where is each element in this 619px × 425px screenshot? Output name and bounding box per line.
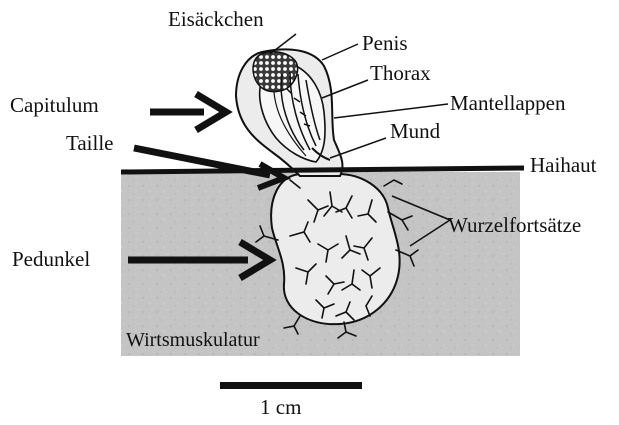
label-eisaeckchen: Eisäckchen — [168, 7, 264, 31]
label-mund: Mund — [390, 119, 441, 143]
shark-skin-line — [121, 168, 524, 172]
label-wurzelfortsaetze: Wurzelfortsätze — [448, 213, 581, 237]
scale-bar — [220, 382, 362, 389]
peduncle-body — [271, 174, 400, 324]
label-mantellappen: Mantellappen — [450, 91, 566, 115]
scale-bar-label: 1 cm — [260, 395, 301, 419]
label-taille: Taille — [66, 131, 114, 155]
arrow-capitulum — [150, 94, 226, 130]
label-penis: Penis — [362, 31, 408, 55]
label-pedunkel: Pedunkel — [12, 247, 90, 271]
label-thorax: Thorax — [370, 61, 431, 85]
label-capitulum: Capitulum — [10, 93, 99, 117]
label-wirtsmuskulatur: Wirtsmuskulatur — [126, 329, 260, 351]
label-haihaut: Haihaut — [530, 153, 597, 177]
